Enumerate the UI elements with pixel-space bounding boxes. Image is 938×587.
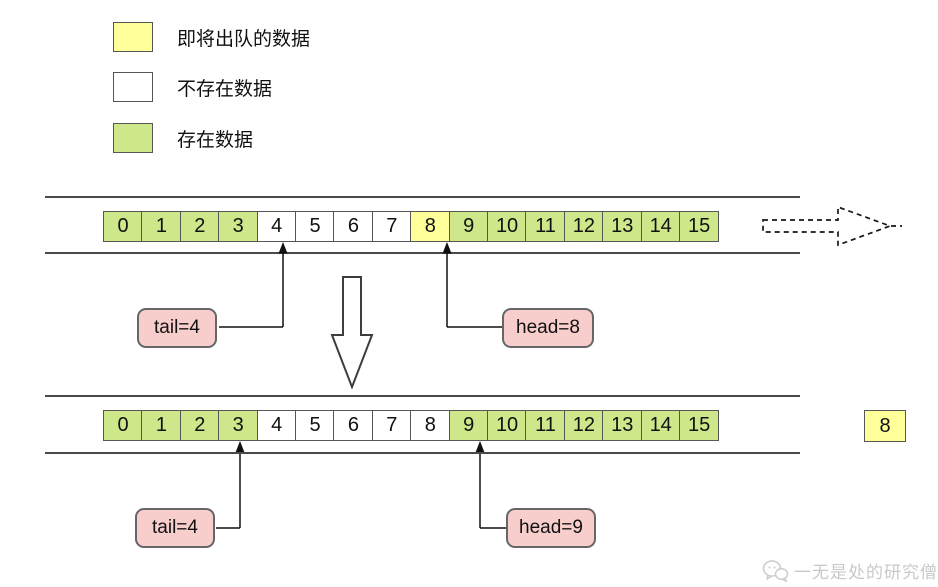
array-cell: 6: [333, 410, 374, 441]
array-cell: 14: [640, 211, 681, 242]
top-head-label: head=8: [502, 308, 594, 348]
legend-label: 不存在数据: [177, 78, 273, 100]
wrap-around-arrow-icon: [762, 205, 902, 247]
wechat-icon: [762, 559, 789, 582]
array-cell: 2: [179, 410, 220, 441]
array-cell: 12: [563, 211, 604, 242]
array-cell: 14: [640, 410, 681, 441]
legend-item-dequeue: 即将出队的数据: [113, 22, 310, 52]
array-cell: 10: [487, 211, 528, 242]
bottom-head-label: head=9: [506, 508, 596, 548]
array-cell: 12: [563, 410, 604, 441]
array-cell: 0: [103, 410, 143, 441]
array-cell: 6: [333, 211, 374, 242]
array-cell: 9: [448, 211, 489, 242]
dequeued-cell: 8: [864, 410, 906, 442]
legend-label: 即将出队的数据: [177, 28, 311, 50]
array-cell: 8: [410, 211, 451, 242]
down-arrow-icon: [330, 276, 374, 389]
array-cell: 5: [295, 211, 336, 242]
array-cell: 15: [679, 410, 720, 441]
array-cell: 1: [141, 410, 182, 441]
array-cell: 0: [103, 211, 143, 242]
array-cell: 2: [179, 211, 220, 242]
array-cell: 4: [256, 410, 297, 441]
legend-swatch-white: [113, 72, 153, 102]
top-track-upper-rail: [45, 196, 800, 199]
array-cell: 7: [371, 410, 412, 441]
legend-item-exists: 存在数据: [113, 123, 253, 153]
array-cell: 7: [371, 211, 412, 242]
watermark: 一无是处的研究僧: [762, 558, 938, 583]
array-cell: 15: [679, 211, 720, 242]
array-cell: 11: [525, 410, 566, 441]
array-cell: 13: [602, 211, 643, 242]
legend-swatch-green: [113, 123, 153, 153]
bottom-tail-label: tail=4: [135, 508, 215, 548]
up-arrow-icon: [235, 441, 245, 453]
array-cell: 8: [410, 410, 451, 441]
legend-swatch-yellow: [113, 22, 153, 52]
up-arrow-icon: [475, 441, 485, 453]
top-tail-label: tail=4: [137, 308, 217, 348]
array-cell: 4: [256, 211, 297, 242]
array-cell: 13: [602, 410, 643, 441]
watermark-text: 一无是处的研究僧: [794, 563, 938, 582]
bottom-track-lower-rail: [45, 452, 800, 455]
array-cell: 1: [141, 211, 182, 242]
array-cell: 10: [487, 410, 528, 441]
array-cell: 5: [295, 410, 336, 441]
bottom-track-upper-rail: [45, 395, 800, 398]
top-track-lower-rail: [45, 252, 800, 255]
legend-label: 存在数据: [177, 129, 254, 151]
array-cell: 3: [218, 211, 259, 242]
array-cell: 3: [218, 410, 259, 441]
array-cell: 9: [448, 410, 489, 441]
array-cell: 11: [525, 211, 566, 242]
legend-item-empty: 不存在数据: [113, 72, 272, 102]
